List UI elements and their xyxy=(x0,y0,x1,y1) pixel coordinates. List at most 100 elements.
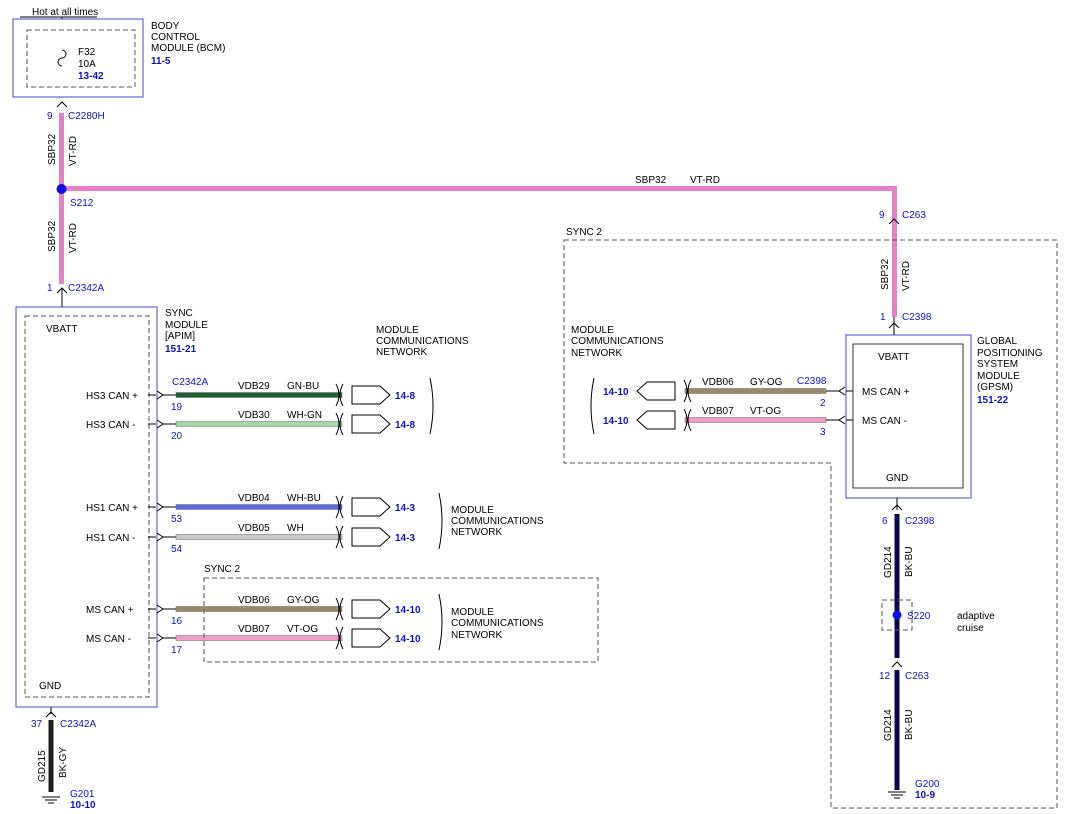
sync-wire-vdb07 xyxy=(175,635,343,641)
sbp32-wire-vertical xyxy=(59,113,64,284)
mcn-label-gpsm-3: NETWORK xyxy=(571,348,622,359)
sync-circuit-vdb07: VDB07 xyxy=(238,624,270,635)
g200-ground-icon xyxy=(888,791,906,799)
bcm-title-3: MODULE (BCM) xyxy=(151,43,225,54)
g200-ref: 10-9 xyxy=(915,790,935,801)
c2342a-top-name: C2342A xyxy=(68,283,104,294)
c263-gnd-pin: 12 xyxy=(879,671,891,682)
c2398-gnd-pin: 6 xyxy=(882,516,888,527)
gpsm-inner-box xyxy=(852,343,964,489)
sync-title-3: [APIM] xyxy=(165,331,195,342)
sync-pin-label-vdb07: MS CAN - xyxy=(86,634,131,645)
sync-ref-vdb06: 14-10 xyxy=(395,605,421,616)
mcn-bracket-ms xyxy=(438,593,443,651)
sync-twist2-vdb04 xyxy=(339,495,344,519)
gpsm-title-2: POSITIONING xyxy=(977,348,1043,359)
sbp32-circuit-label-h: SBP32 xyxy=(635,175,667,186)
sync-twist2-vdb07 xyxy=(339,626,344,650)
g201-ref: 10-10 xyxy=(70,800,96,811)
adaptive-label-2: cruise xyxy=(957,623,984,634)
fuse-rating: 10A xyxy=(78,59,96,70)
sync-connector-vdb06 xyxy=(156,604,164,614)
gpsm-ref-vdb07: 14-10 xyxy=(603,416,629,427)
gd215-wire xyxy=(48,720,54,792)
sync2-label-lower: SYNC 2 xyxy=(204,564,241,575)
sync-pin-vdb29: 19 xyxy=(171,402,183,413)
mcn-label-gpsm-2: COMMUNICATIONS xyxy=(571,336,664,347)
sync-pin-vdb30: 20 xyxy=(171,431,183,442)
g201-ground-icon xyxy=(42,796,60,804)
mcn-label-top-1: MODULE xyxy=(376,325,419,336)
c263-top-connector-symbol xyxy=(888,218,900,225)
c263-top-name: C263 xyxy=(902,210,926,221)
gpsm-ref: 151-22 xyxy=(977,395,1009,406)
sbp32-circuit-label-2: SBP32 xyxy=(47,220,58,252)
sync-twist2-vdb29 xyxy=(339,383,344,407)
gpsm-connector-label: C2398 xyxy=(797,376,827,387)
sbp32-color-label-h: VT-RD xyxy=(690,175,720,186)
sync-connector-vdb05 xyxy=(156,532,164,542)
sync-pin-label-vdb04: HS1 CAN + xyxy=(86,503,138,514)
sync-connector-vdb04 xyxy=(156,502,164,512)
sync-ref-vdb07: 14-10 xyxy=(395,634,421,645)
gpsm-pin-vdb07: 3 xyxy=(820,427,826,438)
gpsm-circuit-vdb07: VDB07 xyxy=(702,406,734,417)
sync-wire-vdb30 xyxy=(175,421,343,427)
sync-color-vdb07: VT-OG xyxy=(287,624,318,635)
g200-name: G200 xyxy=(915,779,940,790)
sync-connector-vdb30 xyxy=(156,419,164,429)
sync-color-vdb04: WH-BU xyxy=(287,493,321,504)
sync-twist-vdb05 xyxy=(335,525,340,549)
sync-wire-vdb04 xyxy=(175,504,343,510)
sbp32-color-label-2: VT-RD xyxy=(68,223,79,253)
hot-at-all-times-label: Hot at all times xyxy=(32,7,98,18)
sync-module-box xyxy=(15,306,158,708)
mcn-label-gpsm-1: MODULE xyxy=(571,325,614,336)
gd214-color-label-1: BK-BU xyxy=(904,546,915,577)
gpsm-connector-vdb07 xyxy=(838,415,846,425)
sync-ref-vdb30: 14-8 xyxy=(395,420,415,431)
gpsm-circuit-vdb06: VDB06 xyxy=(702,377,734,388)
sync-vbatt-label: VBATT xyxy=(46,324,77,335)
gpsm-title-4: MODULE xyxy=(977,371,1020,382)
sync-connector-vdb07 xyxy=(156,633,164,643)
sync-network-connector-vdb29 xyxy=(351,385,391,405)
c2280h-name: C2280H xyxy=(68,111,105,122)
s220-splice xyxy=(892,610,902,620)
s212-label: S212 xyxy=(70,198,94,209)
mcn-label-hs1-2: COMMUNICATIONS xyxy=(451,516,544,527)
sync-wire-vdb05 xyxy=(175,534,343,540)
mcn-bracket-hs1 xyxy=(438,492,443,550)
sbp32-circuit-label-1: SBP32 xyxy=(47,133,58,165)
gpsm-pin-label-vdb06: MS CAN + xyxy=(862,387,910,398)
fuse-name: F32 xyxy=(78,47,96,58)
c263-gnd-connector-symbol xyxy=(891,661,903,668)
sync-network-connector-vdb05 xyxy=(351,527,391,547)
gd215-color-label: BK-GY xyxy=(58,747,69,778)
mcn-label-ms-2: COMMUNICATIONS xyxy=(451,618,544,629)
sbp32-wire-gpsm xyxy=(892,186,897,317)
sync-pin-vdb07: 17 xyxy=(171,645,183,656)
s212-splice xyxy=(56,184,67,194)
sync2-label-upper: SYNC 2 xyxy=(566,227,603,238)
sync-ref-vdb05: 14-3 xyxy=(395,533,415,544)
sync-pin-label-vdb06: MS CAN + xyxy=(86,605,134,616)
mcn-label-ms-3: NETWORK xyxy=(451,630,502,641)
bcm-inner-dashed xyxy=(26,29,136,88)
sync-title-2: MODULE xyxy=(165,320,208,331)
s220-label: S220 xyxy=(907,611,931,622)
gpsm-title-3: SYSTEM xyxy=(977,359,1018,370)
sync-circuit-vdb30: VDB30 xyxy=(238,410,270,421)
fuse-ref: 13-42 xyxy=(78,71,104,82)
gpsm-box xyxy=(845,334,972,499)
sync-network-connector-vdb04 xyxy=(351,497,391,517)
sync-twist2-vdb05 xyxy=(339,525,344,549)
c2398-top-name: C2398 xyxy=(902,312,932,323)
sync-color-vdb05: WH xyxy=(287,523,304,534)
mcn-bracket-gpsm xyxy=(590,377,595,435)
gpsm-wire-vdb07 xyxy=(684,417,827,423)
sync-color-vdb30: WH-GN xyxy=(287,410,322,421)
